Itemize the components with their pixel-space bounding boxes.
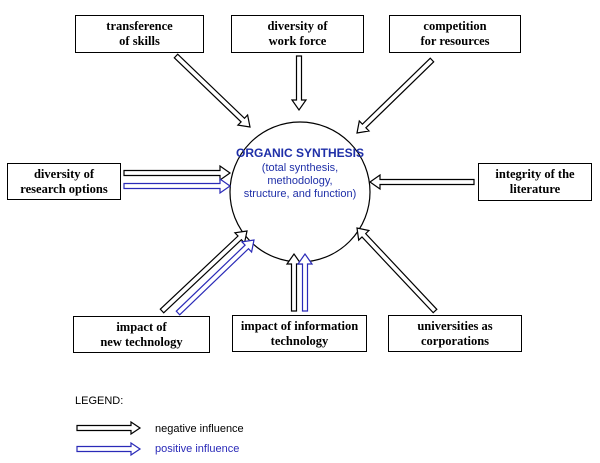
factor-integrity-of-the-literature: integrity of the literature — [478, 163, 592, 201]
negative-influence-arrow — [368, 173, 475, 191]
factor-label-line: for resources — [420, 34, 490, 48]
factor-label-line: impact of — [116, 319, 167, 334]
factor-impact-of-new-technology: impact of new technology — [73, 316, 210, 353]
factor-label-line: research options — [20, 181, 108, 196]
negative-influence-arrow — [159, 230, 248, 314]
legend-title: LEGEND: — [75, 395, 124, 407]
factor-label-line: new technology — [100, 334, 183, 349]
negative-influence-arrow — [285, 252, 303, 312]
factor-label-line: diversity of — [267, 19, 328, 33]
center-subtitle-line: (total synthesis, — [261, 162, 339, 174]
factor-label-line: technology — [270, 333, 329, 348]
legend-positive-label: positive influence — [155, 443, 240, 455]
factor-label-line: diversity of — [33, 166, 95, 181]
factor-label-line: work force — [268, 34, 327, 48]
center-subtitle-line: methodology, — [267, 175, 333, 187]
factor-diversity-of-work-force: diversity of work force — [231, 15, 364, 53]
negative-influence-arrow — [123, 164, 232, 182]
factor-impact-of-information-technology: impact of information technology — [232, 315, 367, 352]
positive-influence-arrow — [175, 239, 255, 316]
factor-diversity-of-research-options: diversity of research options — [7, 163, 121, 200]
factor-label-line: corporations — [420, 333, 490, 348]
factor-label-line: integrity of the — [495, 167, 575, 181]
factor-label-line: literature — [509, 182, 561, 196]
factor-label-line: transference — [106, 19, 173, 33]
center-subtitle-line: structure, and function) — [243, 188, 357, 200]
factor-universities-as-corporations: universities as corporations — [388, 315, 522, 352]
negative-influence-arrow — [356, 57, 435, 134]
legend-negative-arrow — [76, 420, 142, 436]
factor-transference-of-skills: transference of skills — [75, 15, 204, 53]
center-label: ORGANIC SYNTHESIS (total synthesis, meth… — [225, 146, 375, 201]
center-title: ORGANIC SYNTHESIS — [235, 146, 364, 160]
positive-influence-arrow — [296, 252, 314, 312]
factor-competition-for-resources: competition for resources — [389, 15, 521, 53]
factor-label-line: of skills — [119, 34, 160, 48]
legend-arrows — [76, 420, 142, 457]
factor-label-line: impact of information — [240, 318, 359, 333]
negative-influence-arrow — [173, 53, 251, 128]
factor-label-line: competition — [423, 19, 487, 33]
factor-label-line: universities as — [417, 318, 493, 333]
negative-influence-arrow — [356, 227, 438, 314]
legend-positive-arrow — [76, 441, 142, 457]
positive-influence-arrow — [123, 177, 232, 195]
legend-negative-label: negative influence — [155, 423, 244, 435]
influence-arrows — [123, 53, 475, 316]
negative-influence-arrow — [290, 55, 308, 112]
